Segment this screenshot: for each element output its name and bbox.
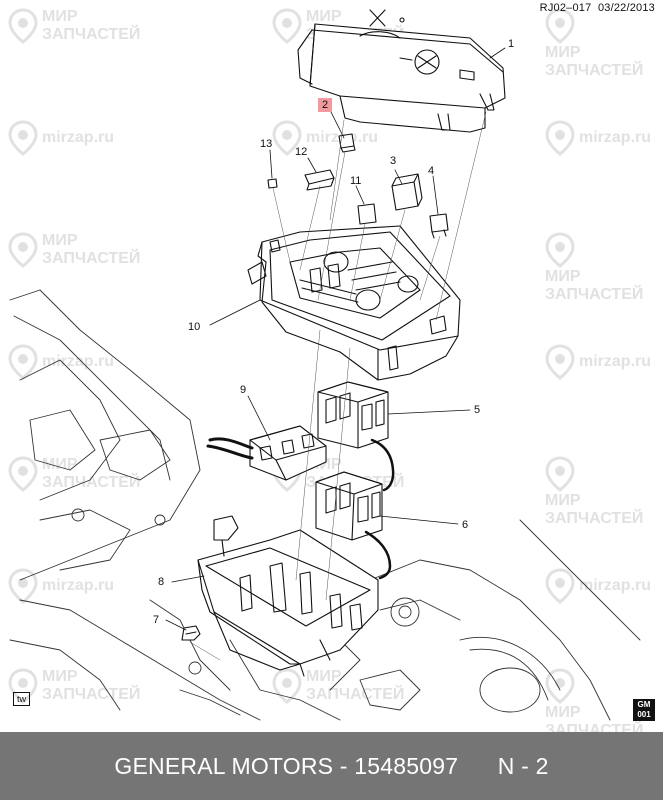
footer-brand: GENERAL MOTORS <box>114 752 334 779</box>
alignment-lines <box>189 111 487 661</box>
watermark-site: mirzap.ru <box>8 568 114 604</box>
map-pin-icon <box>545 232 575 268</box>
callout-2-highlighted: 2 <box>318 98 333 112</box>
footer-part-number: 15485097 <box>354 752 459 779</box>
callout-5: 5 <box>474 404 481 416</box>
map-pin-icon <box>8 232 38 269</box>
map-pin-icon <box>8 8 38 45</box>
callout-6: 6 <box>462 519 469 531</box>
document-id: RJ02–017 03/22/2013 <box>539 2 655 14</box>
fuse-13 <box>267 178 278 189</box>
fuse-2 <box>338 133 356 153</box>
map-pin-icon <box>8 568 38 604</box>
footer-part-info: GENERAL MOTORS - 15485097 N - 2 <box>114 753 548 780</box>
callout-11: 11 <box>350 175 362 187</box>
map-pin-icon <box>272 120 302 156</box>
fuse-block-cover <box>297 9 506 133</box>
callout-10: 10 <box>188 321 201 333</box>
relay-3 <box>391 173 423 211</box>
fuse-12 <box>304 169 335 191</box>
map-pin-icon <box>8 120 38 156</box>
callout-1: 1 <box>508 38 515 50</box>
footer-bar: GENERAL MOTORS - 15485097 N - 2 <box>0 732 663 800</box>
map-pin-icon <box>8 456 38 493</box>
callout-8: 8 <box>158 576 165 588</box>
map-pin-icon <box>8 668 38 705</box>
callout-9: 9 <box>240 384 247 396</box>
connector-5 <box>317 381 395 492</box>
relay-4 <box>429 213 449 239</box>
callout-13: 13 <box>260 138 273 150</box>
watermark-site: mirzap.ru <box>545 344 651 380</box>
callout-12: 12 <box>295 146 308 158</box>
callout-7: 7 <box>153 614 160 626</box>
relay-11 <box>357 203 377 225</box>
map-pin-icon <box>545 344 575 380</box>
fuse-block-exploded-view <box>9 9 641 721</box>
callout-4: 4 <box>428 165 435 177</box>
map-pin-icon <box>272 668 302 705</box>
watermark-site: mirzap.ru <box>8 120 114 156</box>
callout-3: 3 <box>390 155 397 167</box>
nut-7 <box>181 625 201 641</box>
map-pin-icon <box>545 8 575 44</box>
map-pin-icon <box>545 568 575 604</box>
fuse-block-body <box>247 225 461 381</box>
map-pin-icon <box>545 456 575 492</box>
connector-6 <box>315 471 392 580</box>
lower-housing-8 <box>197 515 379 677</box>
map-pin-icon <box>545 120 575 156</box>
watermark-site: mirzap.ru <box>545 568 651 604</box>
map-pin-icon <box>272 8 302 45</box>
footer-separator: - <box>339 752 348 779</box>
vehicle-structure-background <box>9 289 641 721</box>
view-tag-tw: tw <box>13 692 30 706</box>
leader-lines <box>165 47 506 631</box>
footer-ref: N - 2 <box>497 752 549 779</box>
watermark-site: mirzap.ru <box>545 120 651 156</box>
